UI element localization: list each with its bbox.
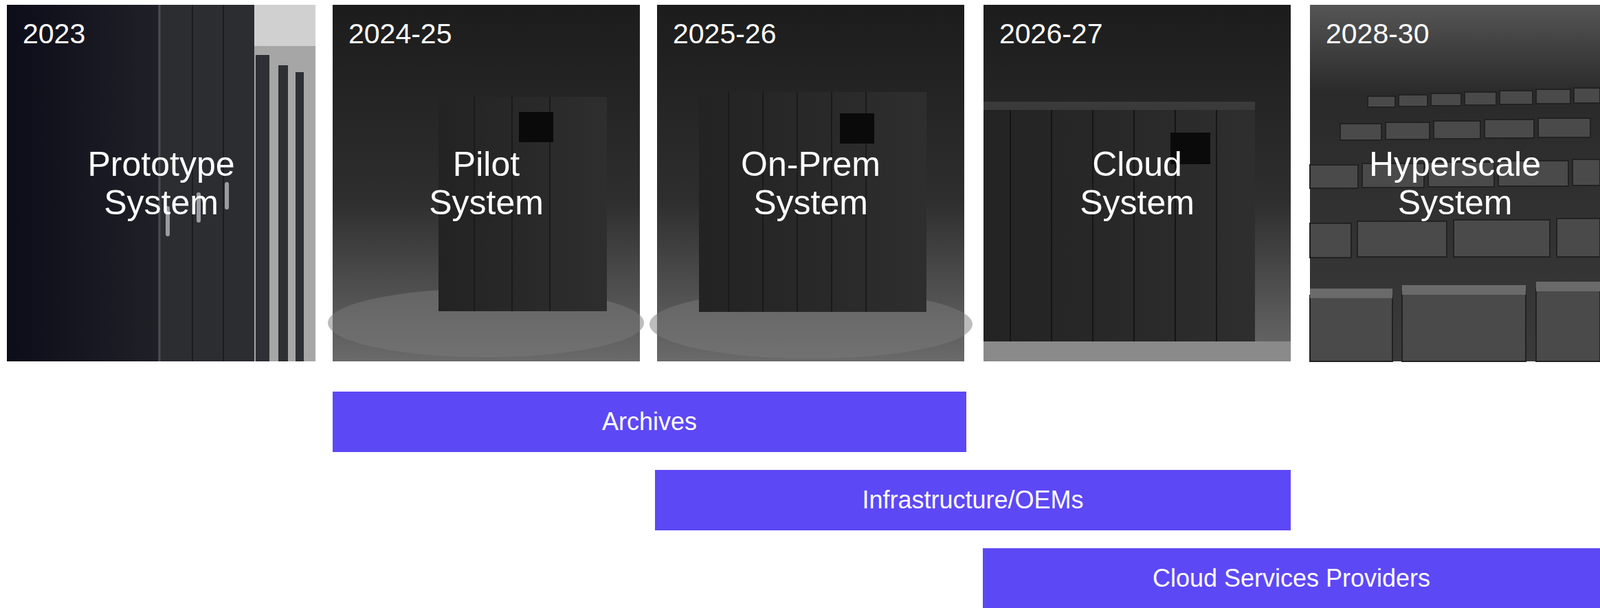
market-bar: Cloud Services Providers — [982, 548, 1600, 608]
cloud-photo — [983, 4, 1291, 362]
year-label: 2024-25 — [348, 18, 452, 50]
system-title: Prototype System — [69, 145, 254, 222]
market-bar: Infrastructure/OEMs — [654, 470, 1291, 531]
pilot-photo — [327, 4, 644, 362]
on-prem-photo — [649, 4, 973, 362]
year-label: 2028-30 — [1325, 18, 1429, 50]
system-title: On-Prem System — [718, 145, 904, 222]
system-panel: 2023Prototype System — [6, 4, 316, 362]
bar-label: Cloud Services Providers — [1152, 564, 1431, 594]
bar-label: Archives — [602, 407, 697, 437]
year-label: 2023 — [22, 18, 86, 50]
prototype-photo — [6, 4, 316, 362]
year-label: 2025-26 — [672, 18, 776, 50]
system-title: Hyperscale System — [1362, 145, 1548, 222]
system-title: Cloud System — [1045, 145, 1230, 222]
system-title: Pilot System — [394, 145, 579, 222]
market-bar: Archives — [332, 391, 967, 453]
system-panel: 2028-30Hyperscale System — [1309, 4, 1600, 362]
system-panel: 2026-27Cloud System — [983, 4, 1291, 362]
year-label: 2026-27 — [999, 18, 1103, 50]
system-panel: 2025-26On-Prem System — [657, 4, 965, 362]
hyperscale-photo — [1309, 4, 1600, 362]
system-panel: 2024-25Pilot System — [332, 4, 640, 362]
bar-label: Infrastructure/OEMs — [861, 485, 1084, 515]
